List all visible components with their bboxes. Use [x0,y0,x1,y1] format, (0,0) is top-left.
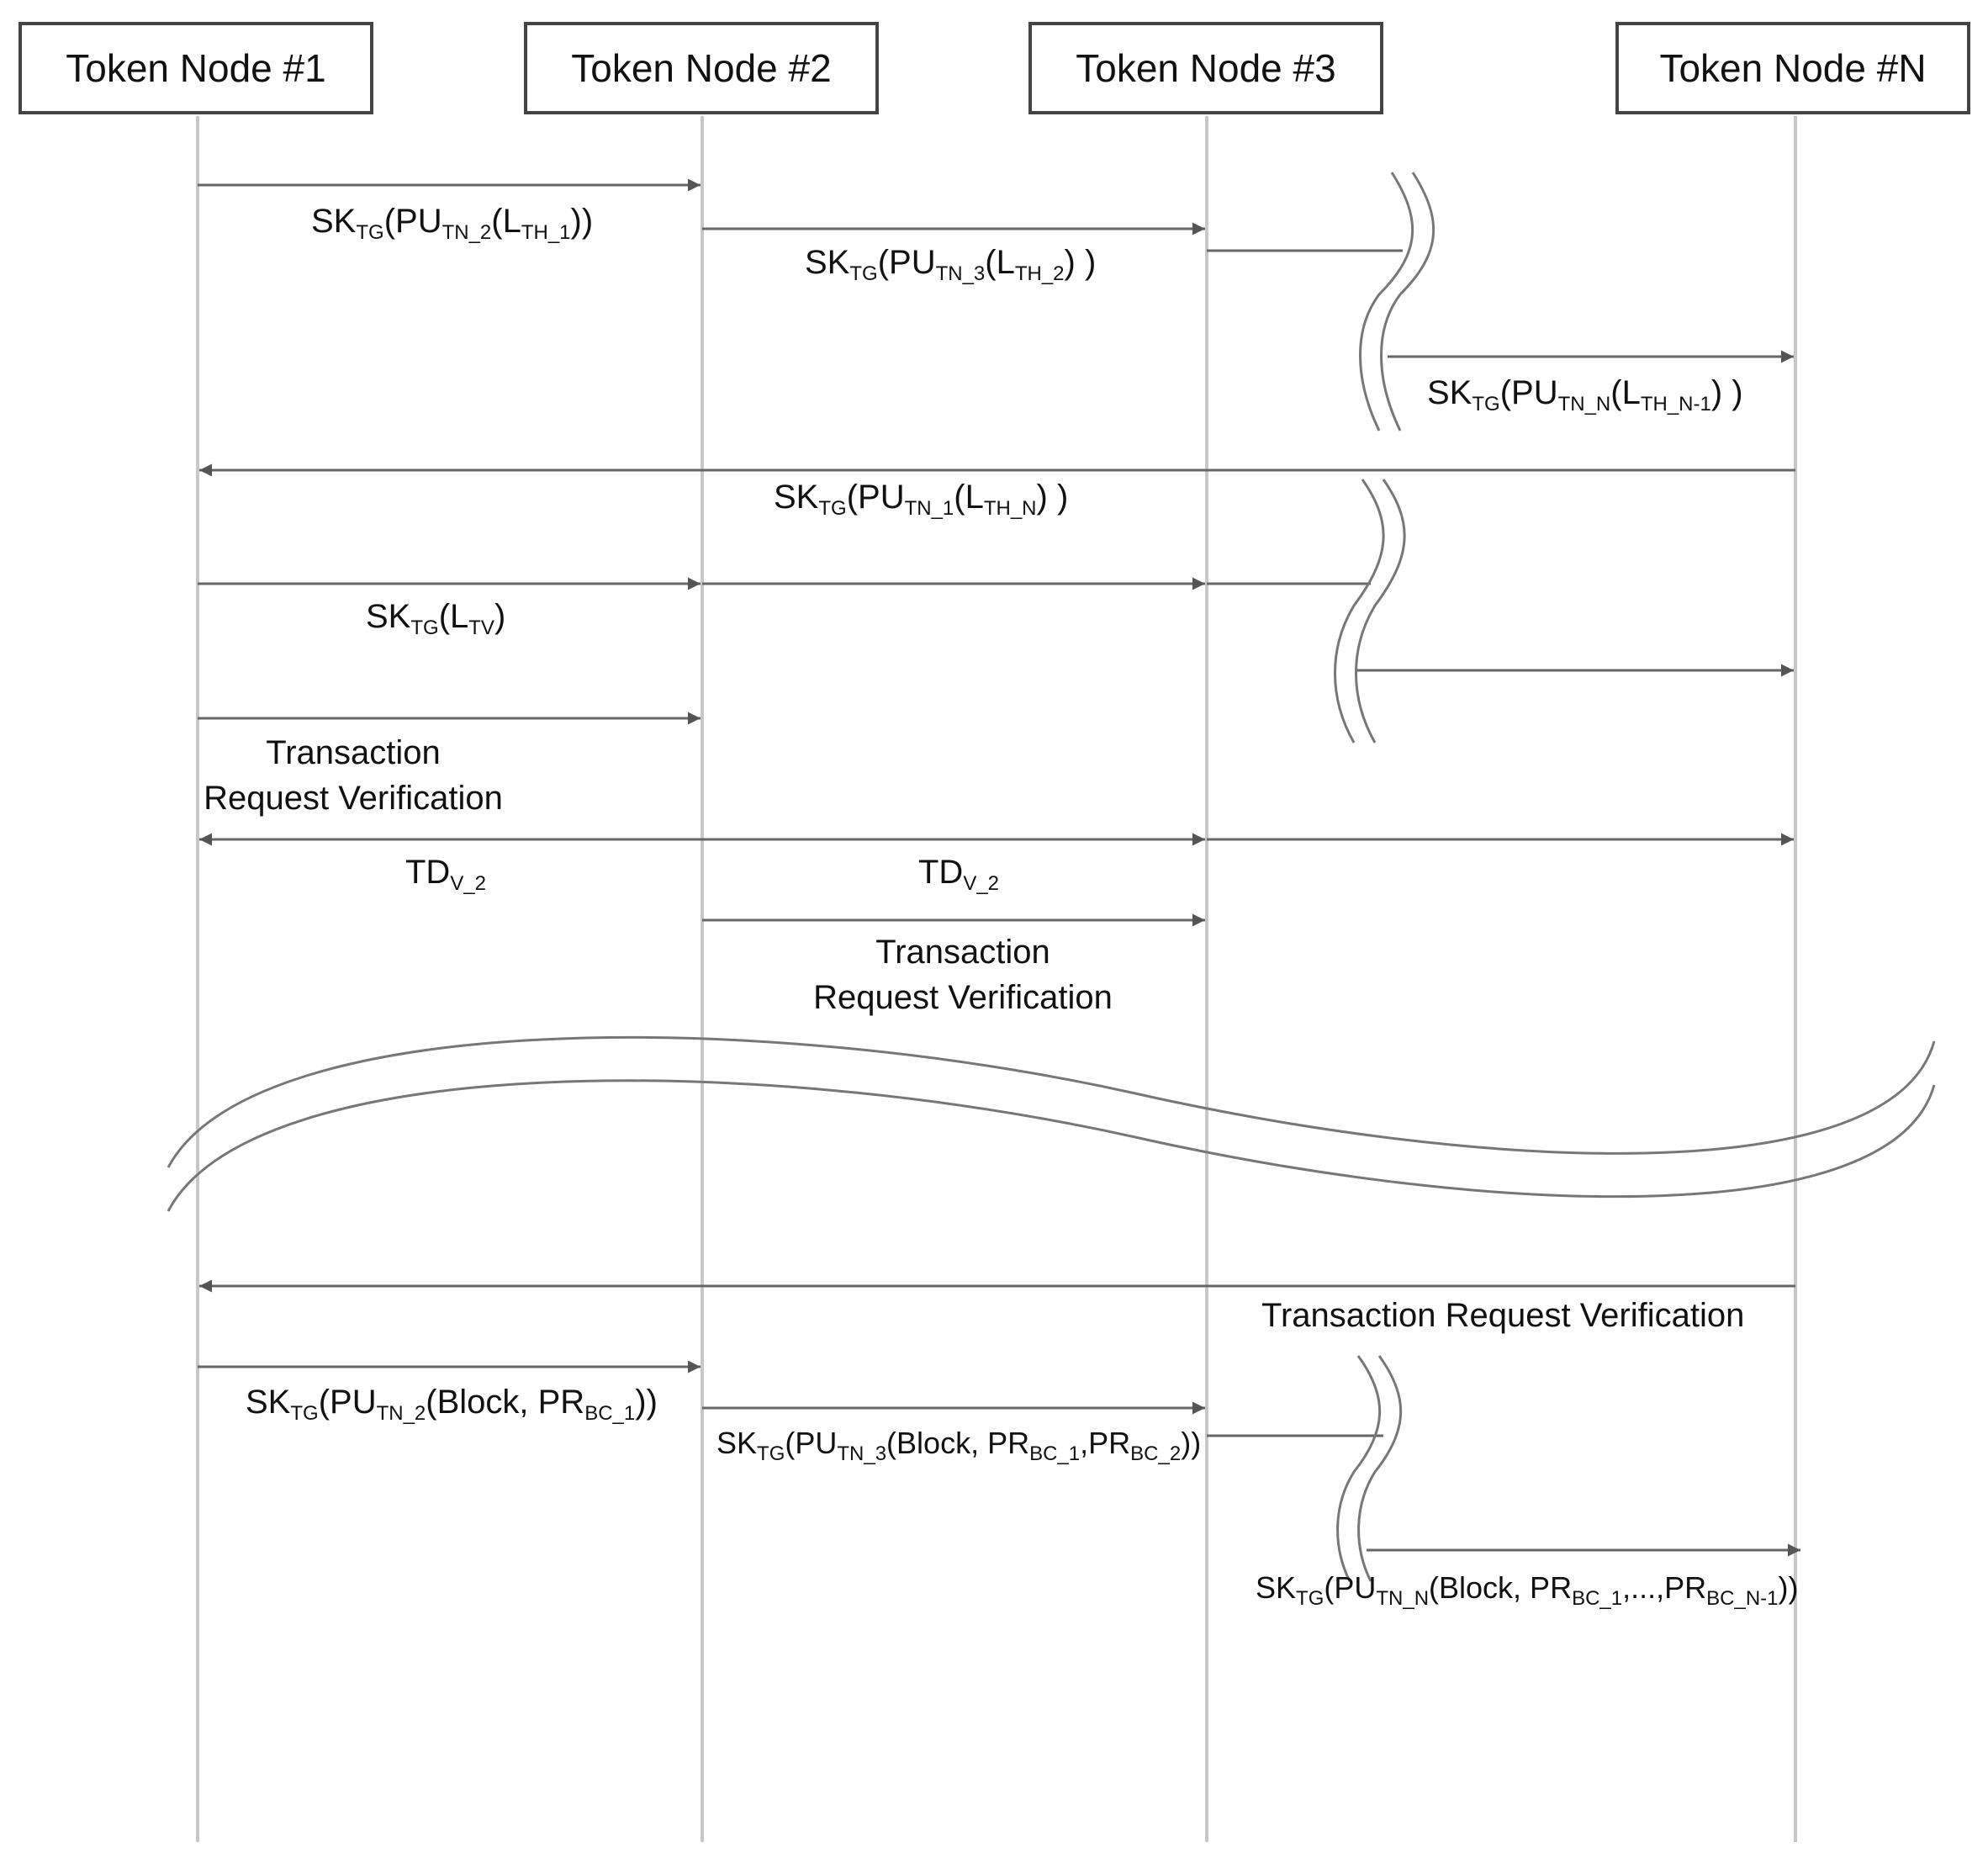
token-node-1-label: Token Node #1 [66,46,326,90]
label-sk-block-tnn: SKTG(PUTN_N(Block, PRBC_1,...,PRBC_N-1)) [1256,1570,1799,1610]
label-sk-block-tn2: SKTG(PUTN_2(Block, PRBC_1)) [246,1384,658,1425]
token-node-1-box: Token Node #1 [19,22,373,114]
label-sk-tn3: SKTG(PUTN_3(LTH_2) ) [805,244,1097,285]
label-sk-tn2: SKTG(PUTN_2(LTH_1)) [311,203,594,244]
break-mark-h2 [167,1079,1936,1212]
token-node-2-label: Token Node #2 [571,46,832,90]
token-node-n-label: Token Node #N [1659,46,1927,90]
break-mark-h1 [167,1035,1936,1168]
break-mark-1a [1359,172,1414,431]
break-mark-2b [1355,479,1406,744]
token-node-3-box: Token Node #3 [1028,22,1383,114]
label-td-v2-left: TDV_2 [405,854,487,895]
label-sk-tn1: SKTG(PUTN_1(LTH_N) ) [774,479,1069,520]
token-node-2-box: Token Node #2 [524,22,879,114]
label-td-v2-right: TDV_2 [918,854,1000,895]
label-sk-block-tn3: SKTG(PUTN_3(Block, PRBC_1,PRBC_2)) [716,1426,1202,1465]
label-sk-ltv: SKTG(LTV) [366,598,506,639]
break-mark-2a [1334,479,1385,744]
break-mark-3a [1336,1355,1382,1582]
token-node-3-label: Token Node #3 [1076,46,1336,90]
label-transaction-request-verification-3: Transaction Request Verification [1261,1297,1745,1334]
break-mark-1b [1380,172,1435,431]
break-mark-3b [1357,1355,1403,1582]
token-node-n-box: Token Node #N [1615,22,1970,114]
label-sk-tnn: SKTG(PUTN_N(LTH_N-1) ) [1427,374,1743,415]
